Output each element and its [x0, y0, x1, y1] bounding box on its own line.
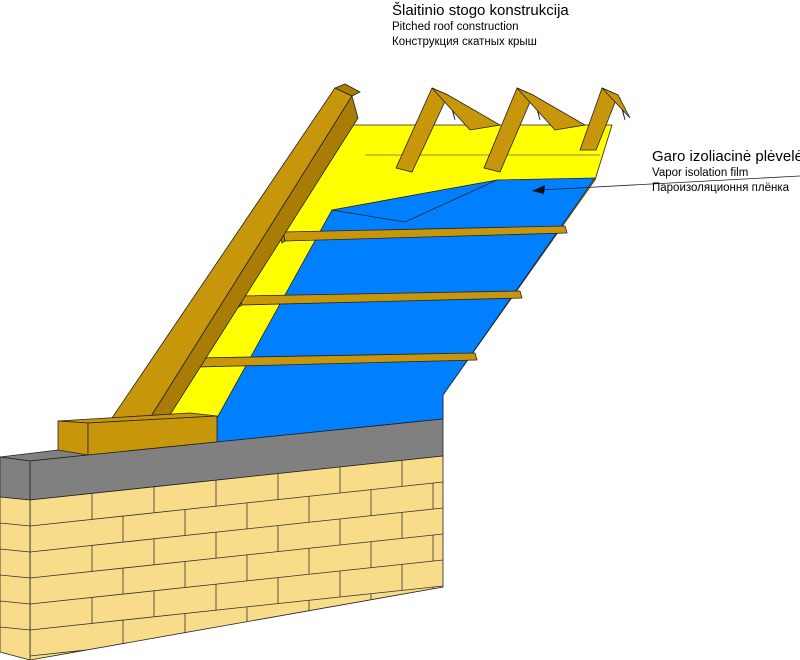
rafter-4-side: [601, 87, 631, 119]
rafter-1: [111, 83, 361, 419]
mortar-joint: [0, 548, 30, 553]
mortar-joint: [30, 507, 443, 553]
mortar-joint: [30, 559, 443, 605]
mortar-joint: [0, 600, 30, 605]
title-ru: Конструкция скатных крыш: [392, 36, 537, 48]
callout-en: Vapor isolation film: [652, 167, 749, 179]
rafter-3-side: [516, 87, 587, 131]
arrow-icon: [532, 185, 545, 194]
mortar-joint: [30, 649, 88, 657]
battens: [192, 225, 568, 370]
mortar-joint: [0, 626, 30, 631]
callout-ru: Пароизоляционня плёнка: [652, 182, 789, 194]
brick-wall: [0, 455, 444, 660]
callout-leader: [532, 175, 800, 194]
mortar-joint: [0, 574, 30, 579]
callout-lt: Garo izoliacinė plėvelė: [652, 148, 800, 165]
mortar-joint: [0, 522, 30, 527]
mortar-joint: [30, 585, 443, 631]
mortar-joint: [30, 481, 443, 527]
vapor-film-fold: [331, 179, 498, 223]
callout-label: Garo izoliacinė plėvelė Vapor isolation …: [652, 148, 800, 194]
vapor-film: [216, 177, 596, 443]
mortar-joint: [30, 533, 443, 579]
title-block: Šlaitinio stogo konstrukcija Pitched roo…: [392, 2, 569, 48]
title-en: Pitched roof construction: [392, 21, 519, 33]
rafter-2-side: [431, 87, 502, 131]
rafters: [395, 87, 631, 173]
title-lt: Šlaitinio stogo konstrukcija: [392, 2, 569, 19]
